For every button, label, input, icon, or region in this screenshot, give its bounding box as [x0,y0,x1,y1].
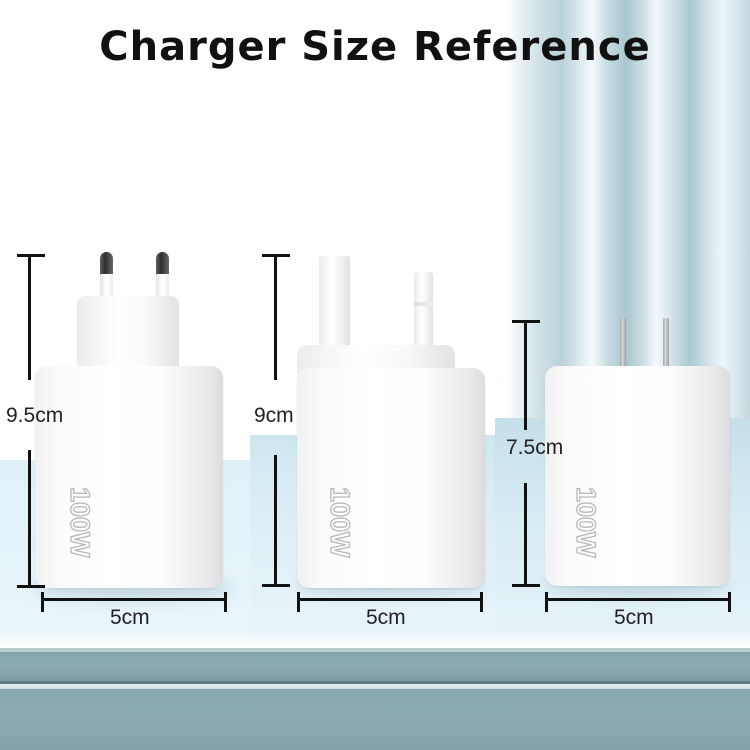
eu-height-tick-top [17,254,45,257]
eu-plug-pin-right-tip [156,252,169,274]
us-charger-body [545,366,730,586]
us-height-tick-bottom [512,584,540,587]
us-plug-pin-left [620,318,626,370]
eu-width-label: 5cm [110,606,150,629]
eu-height-line-lower [28,450,31,588]
uk-height-tick-bottom [262,584,290,587]
eu-plug-neck [77,296,179,370]
us-height-label: 7.5cm [506,436,564,459]
eu-charger-wattage-label: 100W [64,486,95,558]
table-edge-band-lower [0,689,750,750]
uk-plug-pin-live-sleeve [414,302,433,306]
us-width-tick-left [545,592,548,612]
eu-height-tick-bottom [17,585,45,588]
eu-width-tick-left [41,592,44,612]
eu-height-line-upper [28,254,31,380]
table-edge-band-upper [0,652,750,681]
table-edge-line-light [0,684,750,689]
us-width-tick-right [728,592,731,612]
us-width-label: 5cm [614,606,654,629]
us-plug-pin-right [663,318,669,370]
uk-plug-pin-live [414,272,433,352]
table-edge-line-top [0,648,750,652]
uk-width-line [297,598,483,601]
uk-charger-body [297,368,485,588]
uk-plug-pin-earth [319,256,350,352]
table-edge-line-mid [0,681,750,684]
table-surface-highlight [0,630,750,648]
us-height-line-lower [524,483,527,586]
eu-plug-pin-left-tip [100,252,113,274]
uk-width-tick-left [297,592,300,612]
eu-width-line [41,598,227,601]
eu-width-tick-right [224,592,227,612]
uk-charger-wattage-label: 100W [324,486,355,558]
us-width-line [545,598,731,601]
uk-width-tick-right [480,592,483,612]
uk-width-label: 5cm [366,606,406,629]
us-charger-wattage-label: 100W [570,486,601,558]
eu-height-label: 9.5cm [6,404,64,427]
uk-height-line-upper [274,254,277,380]
uk-height-label: 9cm [254,404,294,427]
uk-height-line-lower [274,455,277,586]
page-title: Charger Size Reference [99,24,651,70]
us-height-line-upper [524,320,527,430]
eu-charger-body [35,366,223,588]
